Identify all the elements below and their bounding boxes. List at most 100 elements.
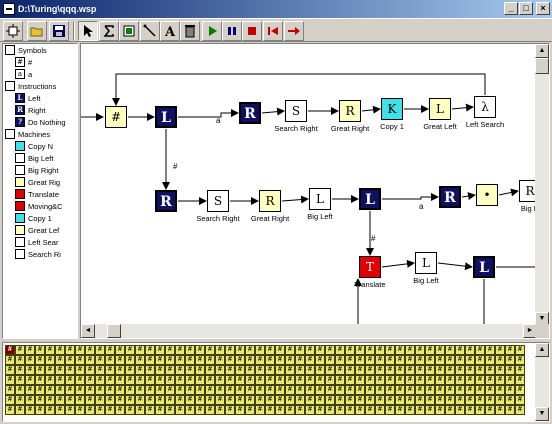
tape-cell[interactable]: #	[325, 375, 335, 385]
tape-cell[interactable]: #	[205, 365, 215, 375]
tape-cell[interactable]: #	[205, 385, 215, 395]
tape-cell[interactable]: #	[65, 375, 75, 385]
machine-tool-button[interactable]	[119, 21, 139, 41]
tape-cell[interactable]: #	[455, 355, 465, 365]
tape-cell[interactable]: #	[305, 365, 315, 375]
tape-cell[interactable]: #	[35, 375, 45, 385]
tape-cell[interactable]: #	[215, 365, 225, 375]
tape-cell[interactable]: #	[295, 365, 305, 375]
tape-cell[interactable]: #	[505, 375, 515, 385]
node-c1[interactable]: K	[381, 98, 403, 120]
vertical-scrollbar[interactable]: ▲ ▼	[535, 44, 549, 326]
tape-cell[interactable]: #	[195, 345, 205, 355]
tape-cell[interactable]: #	[515, 355, 525, 365]
tape-cell[interactable]: #	[45, 355, 55, 365]
tape-cell[interactable]: #	[345, 405, 355, 415]
node-bl1[interactable]: L	[309, 188, 331, 210]
tape-cell[interactable]: #	[215, 405, 225, 415]
tape-cell[interactable]: #	[225, 365, 235, 375]
tape-cell[interactable]: #	[485, 345, 495, 355]
tape-cell[interactable]: #	[95, 365, 105, 375]
tape-cell[interactable]: #	[285, 385, 295, 395]
tape-cell[interactable]: #	[175, 405, 185, 415]
tape-cell[interactable]: #	[425, 345, 435, 355]
tape-cell[interactable]: #	[195, 355, 205, 365]
tape-cell[interactable]: #	[435, 395, 445, 405]
tape-cell[interactable]: #	[185, 375, 195, 385]
tape-cell[interactable]: #	[375, 405, 385, 415]
tape-cell[interactable]: #	[245, 395, 255, 405]
tape-cell[interactable]: #	[435, 365, 445, 375]
tape-cell[interactable]: #	[175, 355, 185, 365]
tape-cell[interactable]: #	[295, 345, 305, 355]
tape-cell[interactable]: #	[425, 405, 435, 415]
tape-cell[interactable]: #	[75, 395, 85, 405]
node-bl2[interactable]: L	[415, 252, 437, 274]
tape-cell[interactable]: #	[265, 405, 275, 415]
tape-cell[interactable]: #	[405, 405, 415, 415]
tape-cell[interactable]: #	[185, 405, 195, 415]
tape-cell[interactable]: #	[485, 385, 495, 395]
tape-cell[interactable]: #	[275, 355, 285, 365]
save-button[interactable]	[49, 21, 69, 41]
tape-cell[interactable]: #	[165, 395, 175, 405]
tape-cell[interactable]: #	[295, 395, 305, 405]
tape-cell[interactable]: #	[75, 365, 85, 375]
tape-cell[interactable]: #	[45, 395, 55, 405]
tape-cell[interactable]: #	[165, 355, 175, 365]
tape-cell[interactable]: #	[235, 375, 245, 385]
tape-cell[interactable]: #	[85, 405, 95, 415]
tape-cell[interactable]: #	[225, 345, 235, 355]
tape-cell[interactable]: #	[515, 345, 525, 355]
tape-cell[interactable]: #	[135, 345, 145, 355]
tape-cell[interactable]: #	[105, 395, 115, 405]
tape-cell[interactable]: #	[315, 405, 325, 415]
tape-cell[interactable]: #	[65, 345, 75, 355]
tape-cell[interactable]: #	[135, 395, 145, 405]
tape-cell[interactable]: #	[395, 375, 405, 385]
tape-cell[interactable]: #	[155, 385, 165, 395]
tape-cell[interactable]: #	[325, 355, 335, 365]
tape-cell[interactable]: #	[255, 405, 265, 415]
tape-cell[interactable]: #	[175, 345, 185, 355]
tape-cell[interactable]: #	[105, 375, 115, 385]
step-back-button[interactable]	[263, 21, 283, 41]
tape-cell[interactable]: #	[455, 345, 465, 355]
node-tr1[interactable]: T	[359, 256, 381, 278]
tape-cell[interactable]: #	[175, 375, 185, 385]
tape-cell[interactable]: #	[265, 385, 275, 395]
tape-cell[interactable]: #	[245, 375, 255, 385]
new-machine-button[interactable]	[3, 21, 23, 41]
tape-cell[interactable]: #	[115, 405, 125, 415]
tape-cell[interactable]: #	[35, 385, 45, 395]
tape-cell[interactable]: #	[155, 405, 165, 415]
tape-cell[interactable]: #	[285, 405, 295, 415]
tape-cell[interactable]: #	[505, 395, 515, 405]
tape-cell[interactable]: #	[365, 355, 375, 365]
node-hash[interactable]: #	[105, 106, 127, 128]
tape-cell[interactable]: #	[405, 365, 415, 375]
tape-cell[interactable]: #	[325, 345, 335, 355]
tape-cell[interactable]: #	[235, 405, 245, 415]
tape-cell[interactable]: #	[295, 405, 305, 415]
tape-cell[interactable]: #	[105, 345, 115, 355]
tape-cell[interactable]: #	[5, 395, 15, 405]
tape-cell[interactable]: #	[115, 375, 125, 385]
tape-cell[interactable]: #	[405, 385, 415, 395]
node-gr2[interactable]: R	[259, 190, 281, 212]
tape-cell[interactable]: #	[205, 375, 215, 385]
tape-cell[interactable]: #	[125, 345, 135, 355]
tape-cell[interactable]: #	[385, 385, 395, 395]
tape-cell[interactable]: #	[145, 385, 155, 395]
tape-cell[interactable]: #	[305, 385, 315, 395]
tape-cell[interactable]: #	[355, 365, 365, 375]
tape-cell[interactable]: #	[365, 345, 375, 355]
tape-cell[interactable]: #	[305, 345, 315, 355]
tape-cell[interactable]: #	[315, 395, 325, 405]
connect-tool-button[interactable]	[140, 21, 160, 41]
tape-cell[interactable]: #	[185, 385, 195, 395]
tape-cell[interactable]: #	[45, 375, 55, 385]
tape-cell[interactable]: #	[385, 375, 395, 385]
tape-cell[interactable]: #	[375, 345, 385, 355]
tape-cell[interactable]: #	[25, 375, 35, 385]
